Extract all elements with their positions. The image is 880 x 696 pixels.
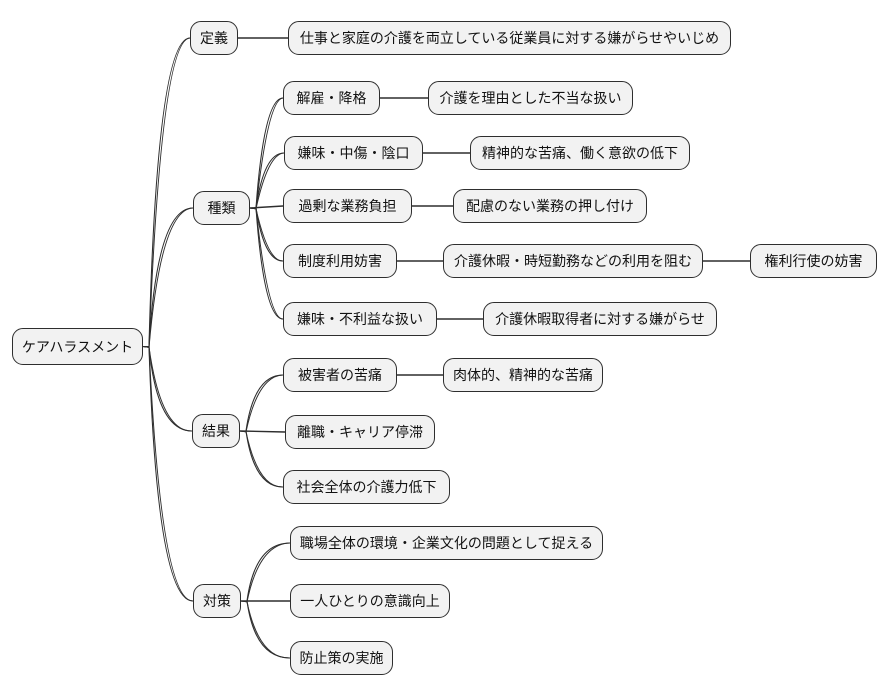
node-sarcasm-disadvantageous-treatment: 嫌味・不利益な扱い (283, 302, 437, 336)
node-blocking-care-leave-short-hours: 介護休暇・時短勤務などの利用を阻む (443, 244, 703, 278)
node-types: 種類 (193, 191, 250, 225)
node-dismissal-demotion: 解雇・降格 (283, 81, 380, 115)
node-sarcasm-slander-gossip: 嫌味・中傷・陰口 (284, 136, 423, 170)
node-excessive-workload: 過剰な業務負担 (283, 189, 412, 223)
node-mental-distress-reduced-motivation: 精神的な苦痛、働く意欲の低下 (470, 136, 690, 170)
node-obstruction-of-system-use: 制度利用妨害 (283, 244, 397, 278)
node-countermeasures: 対策 (193, 584, 241, 618)
node-physical-mental-pain: 肉体的、精神的な苦痛 (443, 358, 603, 392)
node-victim-suffering: 被害者の苦痛 (283, 358, 397, 392)
node-harassment-of-care-leave-takers: 介護休暇取得者に対する嫌がらせ (483, 302, 717, 336)
node-care-harassment: ケアハラスメント (12, 328, 143, 365)
node-implement-prevention-measures: 防止策の実施 (290, 641, 393, 675)
node-decline-of-societal-care-capacity: 社会全体の介護力低下 (283, 470, 450, 504)
node-inconsiderate-work-imposition: 配慮のない業務の押し付け (453, 189, 647, 223)
node-unfair-treatment-due-to-caregiving: 介護を理由とした不当な扱い (428, 81, 633, 115)
node-treat-as-workplace-culture-issue: 職場全体の環境・企業文化の問題として捉える (290, 526, 603, 560)
node-obstruction-of-rights-exercise: 権利行使の妨害 (750, 244, 877, 278)
node-consequences: 結果 (192, 414, 240, 448)
node-definition: 定義 (190, 21, 238, 55)
node-individual-awareness: 一人ひとりの意識向上 (290, 584, 450, 618)
node-turnover-career-stagnation: 離職・キャリア停滞 (285, 415, 435, 449)
node-definition-detail: 仕事と家庭の介護を両立している従業員に対する嫌がらせやいじめ (288, 21, 731, 55)
